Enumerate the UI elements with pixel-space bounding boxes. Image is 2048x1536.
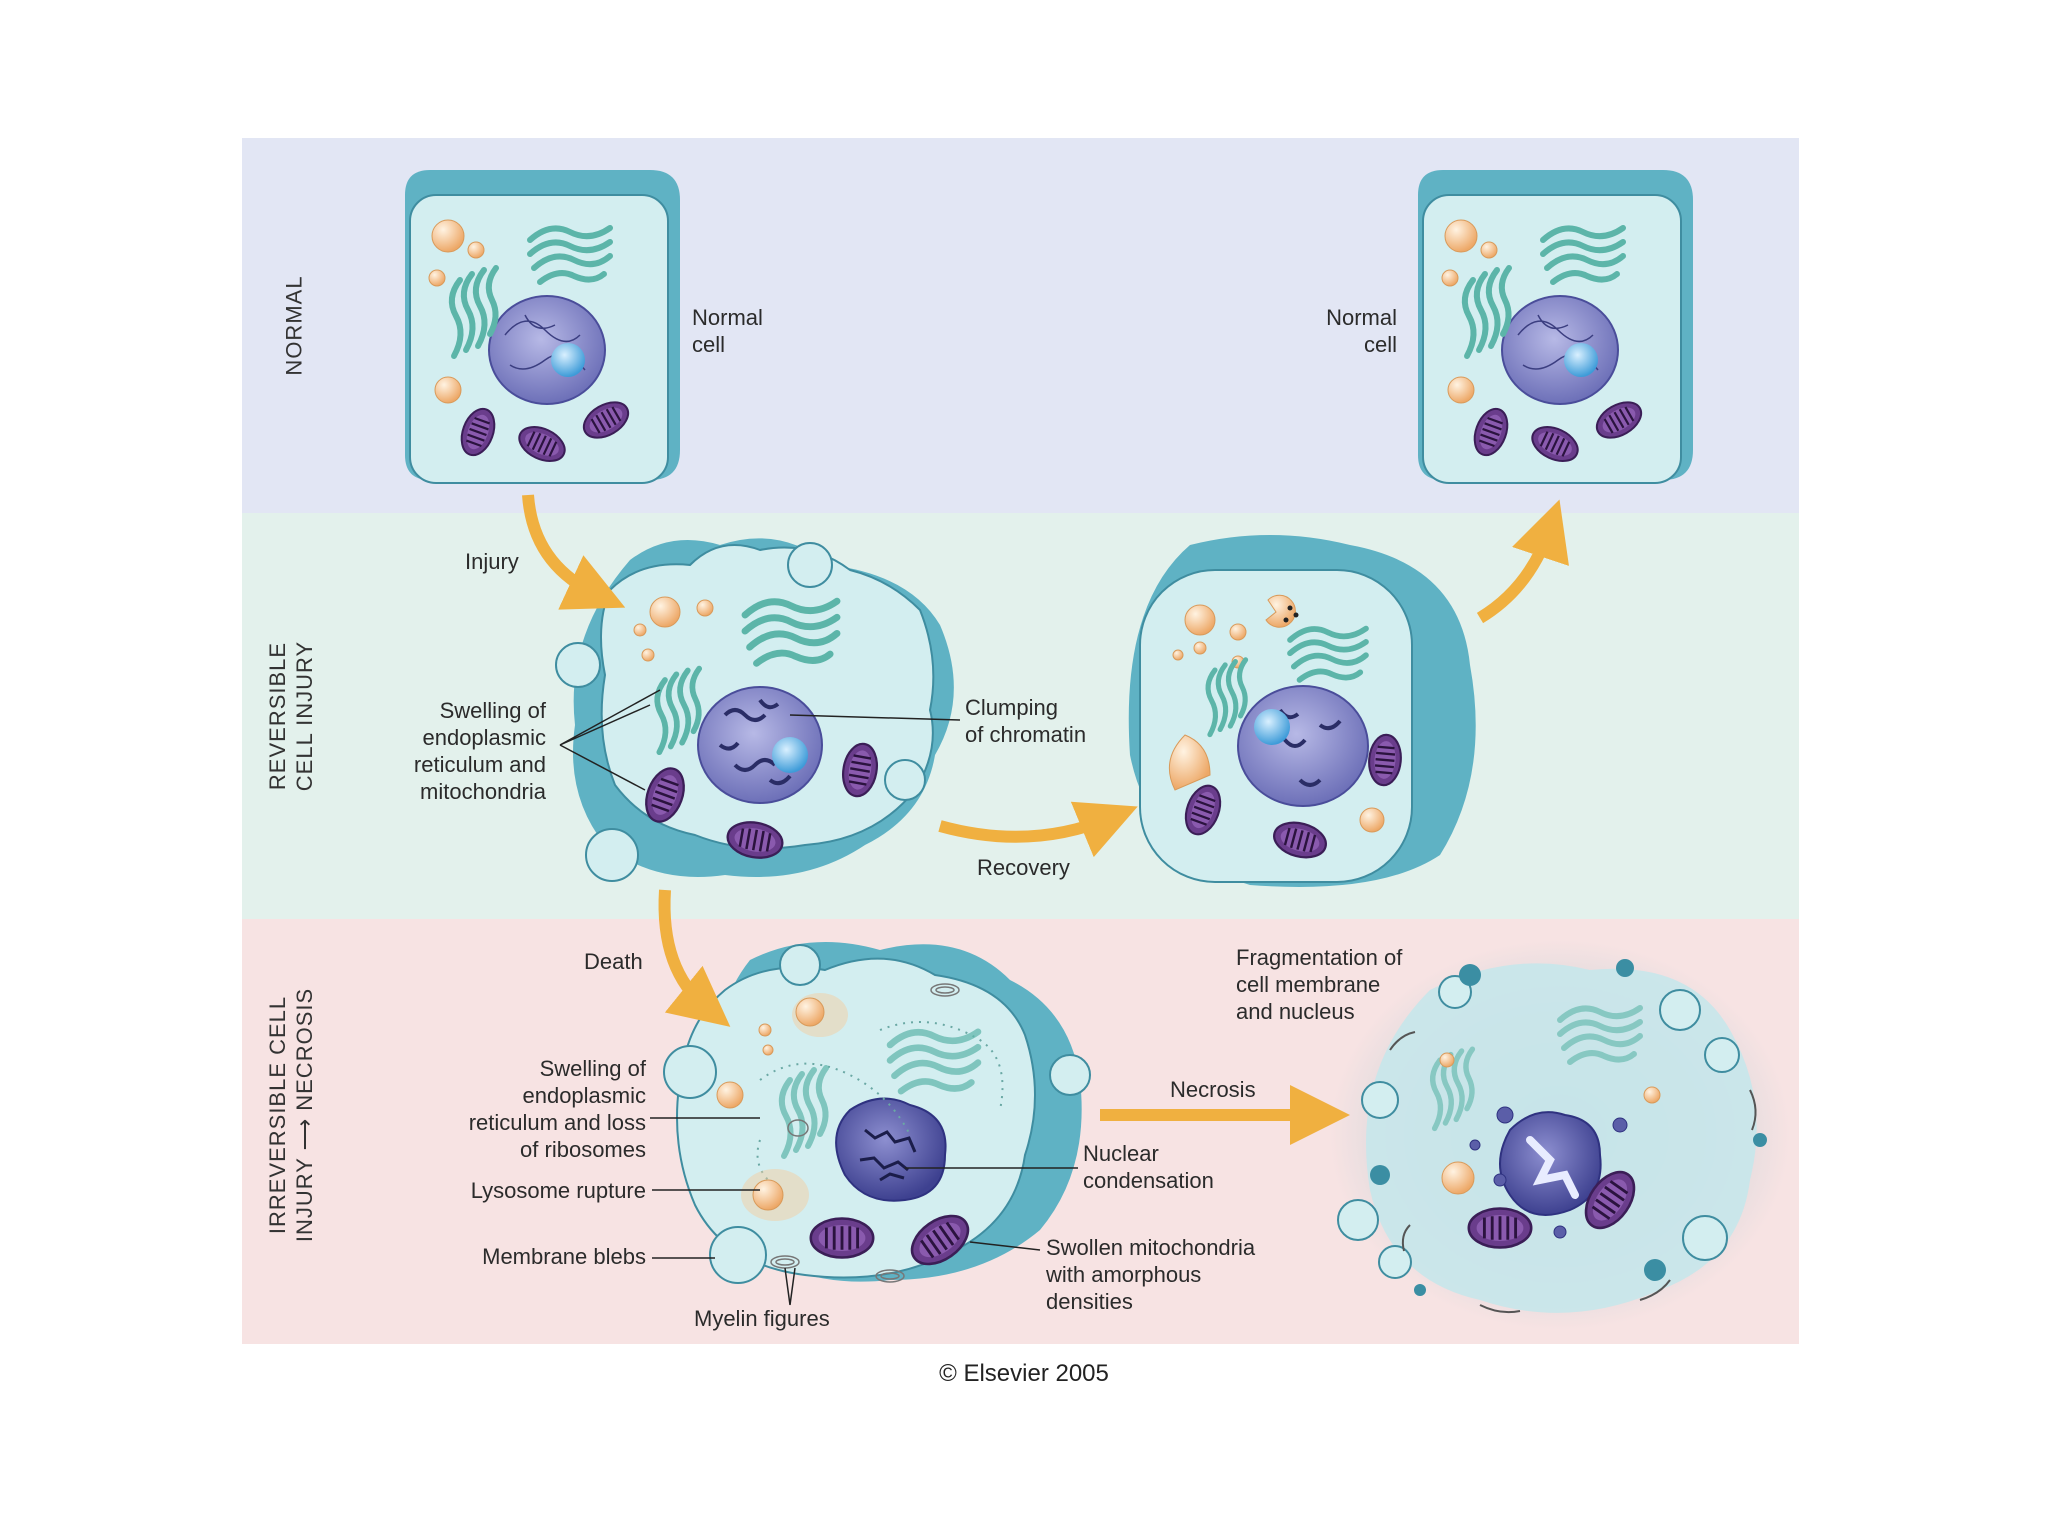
label-membrane-blebs: Membrane blebs bbox=[482, 1244, 646, 1269]
label-necrosis: Necrosis bbox=[1170, 1077, 1256, 1102]
band-reversible-injury bbox=[242, 513, 1799, 919]
copyright-notice: © Elsevier 2005 bbox=[939, 1360, 1109, 1387]
label-injury: Injury bbox=[465, 549, 519, 574]
label-lysosome-rupture: Lysosome rupture bbox=[470, 1178, 646, 1203]
irreversible-injury-cell bbox=[650, 942, 1091, 1306]
necrotic-cell bbox=[1330, 940, 1790, 1330]
label-myelin-figures: Myelin figures bbox=[694, 1306, 830, 1331]
label-recovery: Recovery bbox=[977, 855, 1070, 880]
death-arrow bbox=[658, 889, 731, 1027]
reversible-injury-cell bbox=[555, 538, 961, 882]
recovering-cell bbox=[1128, 535, 1476, 887]
process-arrows bbox=[522, 494, 1569, 1145]
row-label-normal: NORMAL bbox=[281, 275, 307, 376]
injury-arrow bbox=[522, 494, 626, 610]
normal-cell-left bbox=[405, 170, 680, 484]
label-death: Death bbox=[584, 949, 643, 974]
normal-cell-right bbox=[1418, 170, 1693, 484]
return-to-normal-arrow bbox=[1476, 499, 1569, 624]
recovery-arrow bbox=[938, 801, 1138, 858]
